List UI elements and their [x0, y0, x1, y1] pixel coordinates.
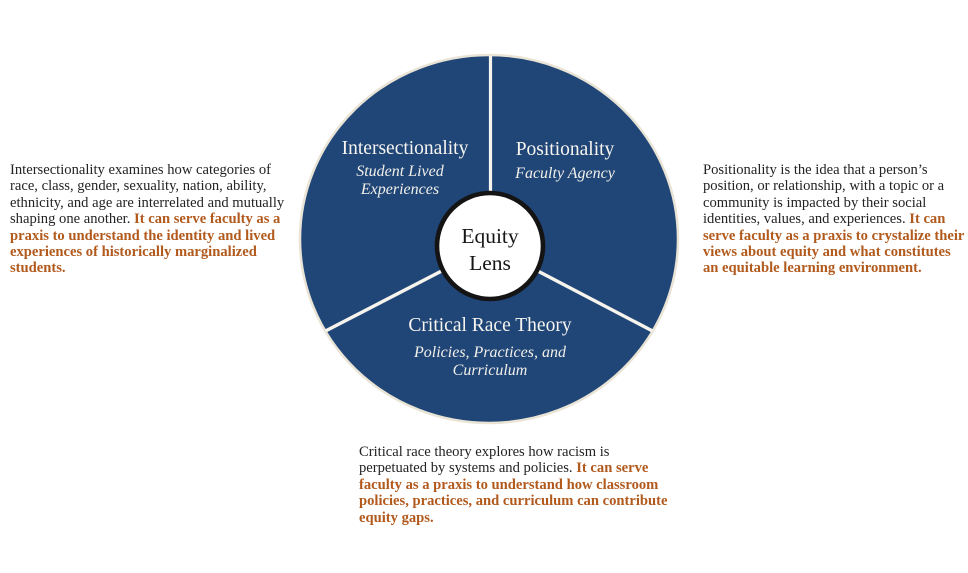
segment-title-critical-race-theory: Critical Race Theory: [408, 315, 571, 336]
segment-title-intersectionality: Intersectionality: [342, 138, 469, 159]
segment-subtitle-intersectionality-line1: Student Lived: [356, 163, 445, 180]
annotation-critical-race-theory-highlight: It can serve faculty as a praxis to unde…: [359, 460, 668, 526]
annotation-intersectionality: Intersectionality examines how categorie…: [10, 162, 286, 277]
segment-subtitle-positionality-line1: Faculty Agency: [514, 165, 616, 182]
annotation-positionality-text: Positionality is the idea that a person’…: [703, 162, 945, 228]
segment-subtitle-intersectionality-line2: Experiences: [360, 181, 439, 198]
annotation-critical-race-theory: Critical race theory explores how racism…: [359, 444, 673, 526]
annotation-positionality: Positionality is the idea that a person’…: [703, 162, 965, 277]
annotation-intersectionality-highlight: It can serve faculty as a praxis to unde…: [10, 211, 281, 277]
annotation-critical-race-theory-text: Critical race theory explores how racism…: [359, 444, 610, 477]
center-label-line2: Lens: [469, 251, 511, 275]
segment-title-positionality: Positionality: [516, 139, 615, 160]
annotation-intersectionality-text: Intersectionality examines how categorie…: [10, 162, 285, 228]
segment-subtitle-critical-race-theory-line1: Policies, Practices, and: [413, 344, 567, 361]
annotation-positionality-highlight: It can serve faculty as a praxis to crys…: [703, 211, 965, 277]
center-label-line1: Equity: [461, 224, 519, 248]
center-hub-circle: [434, 190, 546, 302]
segment-subtitle-critical-race-theory-line2: Curriculum: [453, 362, 528, 379]
